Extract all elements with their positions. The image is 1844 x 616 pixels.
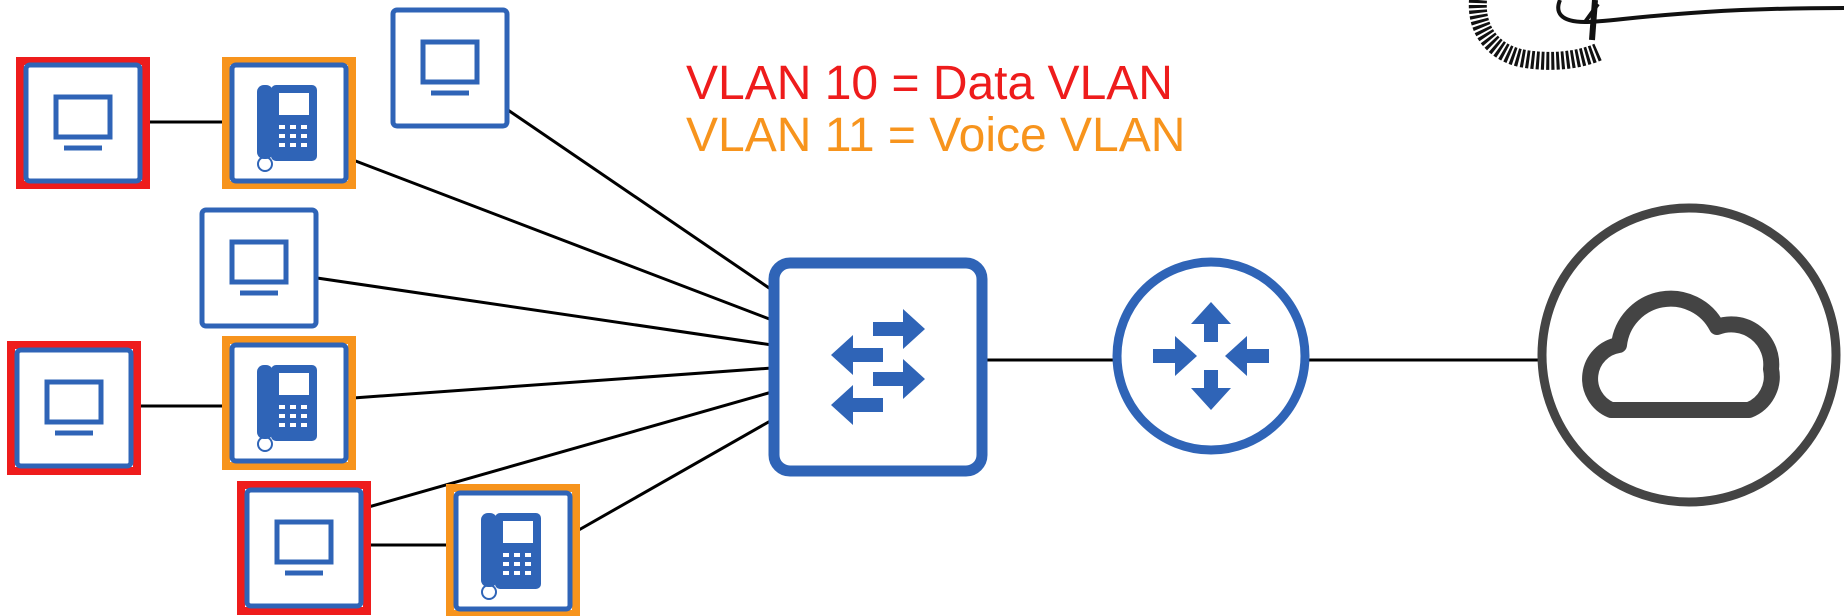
link-pc3-switch: [316, 276, 773, 347]
pc-icon[interactable]: [26, 65, 140, 181]
voice-vlan-outline: [222, 57, 356, 189]
voice-vlan-outlines: [222, 57, 580, 616]
pc-icon[interactable]: [393, 10, 507, 126]
ip-phone-icon[interactable]: [456, 493, 570, 609]
links: [136, 106, 1539, 547]
legend-voice-vlan: VLAN 11 = Voice VLAN: [686, 109, 1186, 162]
link-pc2-switch: [504, 106, 773, 292]
ip-phone-icon[interactable]: [232, 65, 346, 181]
data-vlan-outline: [7, 341, 141, 475]
handset-cord-icon: [1468, 0, 1844, 70]
data-vlan-outlines: [7, 57, 371, 615]
legend-data-vlan: VLAN 10 = Data VLAN: [686, 57, 1173, 110]
voice-vlan-outline: [446, 484, 580, 616]
cloud-icon[interactable]: [1537, 203, 1841, 507]
voice-vlan-outline: [222, 336, 356, 470]
pc-icon[interactable]: [17, 350, 131, 466]
router-icon[interactable]: [1112, 257, 1310, 455]
pc-icon[interactable]: [202, 210, 316, 326]
switch-icon[interactable]: [768, 257, 988, 477]
link-phone3-switch: [576, 418, 773, 533]
link-phone1-switch: [352, 158, 773, 322]
link-pc6-switch: [364, 390, 773, 510]
data-vlan-outline: [16, 57, 150, 189]
ip-phone-icon[interactable]: [232, 345, 346, 461]
pc-icon[interactable]: [247, 490, 361, 606]
link-phone2-switch: [352, 366, 773, 400]
data-vlan-outline: [237, 481, 371, 615]
